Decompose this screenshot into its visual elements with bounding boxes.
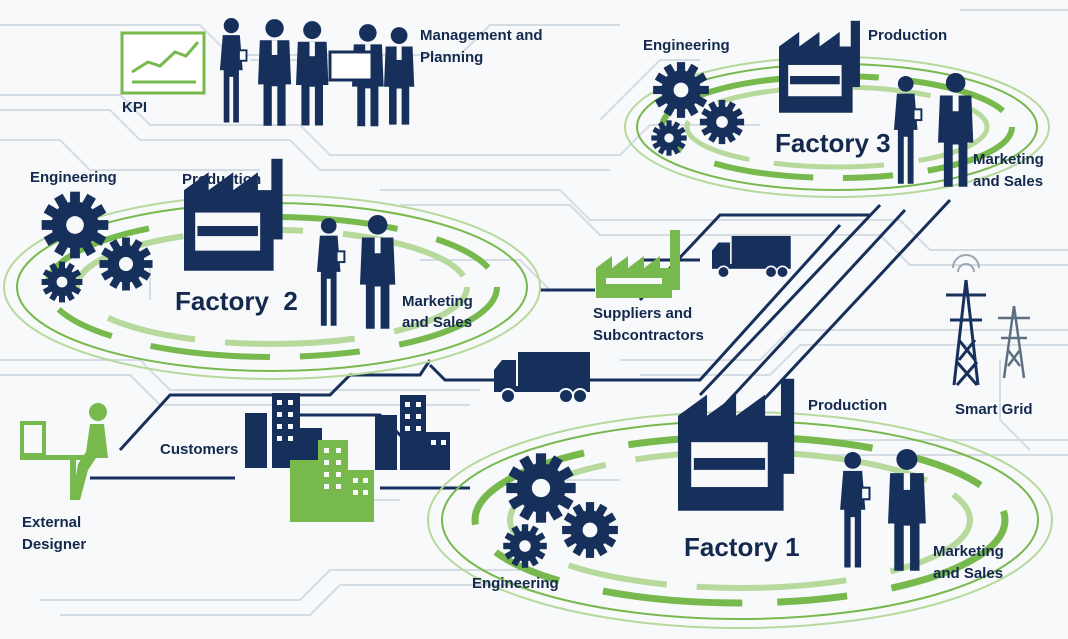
factory2-engineering-label: Engineering xyxy=(30,169,117,186)
factory2-name: Factory 2 xyxy=(175,286,298,316)
factory2-marketing-line2: and Sales xyxy=(402,314,472,331)
connection-truck-lower xyxy=(428,363,495,382)
connection-factory1-factory3-c xyxy=(738,198,952,427)
suppliers-label-line1: Suppliers and xyxy=(593,305,692,322)
smart-grid-label: Smart Grid xyxy=(955,401,1033,418)
designer-label-line1: External xyxy=(22,514,81,531)
power-tower-icon xyxy=(946,279,986,386)
external-designer-icon xyxy=(20,403,108,500)
suppliers-label-line2: Subcontractors xyxy=(593,327,704,344)
management-people-icon xyxy=(218,17,415,127)
factory2-marketing-line1: Marketing xyxy=(402,293,473,310)
presentation-board-icon xyxy=(328,50,374,82)
connection-truck-factory3 xyxy=(590,223,842,382)
suppliers-factory-icon xyxy=(596,230,680,298)
kpi-label: KPI xyxy=(122,99,147,116)
power-tower-small-icon xyxy=(998,305,1030,379)
customers-buildings-icon xyxy=(245,393,450,522)
connection-factory1-factory3-b xyxy=(718,208,907,412)
factory1-engineering-label: Engineering xyxy=(472,575,559,592)
factory3-production-label: Production xyxy=(868,27,947,44)
factory1-name: Factory 1 xyxy=(684,532,800,562)
customers-label: Customers xyxy=(160,441,238,458)
signal-icon xyxy=(952,254,980,273)
factory1-marketing-line2: and Sales xyxy=(933,565,1003,582)
factory3-name: Factory 3 xyxy=(775,128,891,158)
factory1-marketing-line1: Marketing xyxy=(933,543,1004,560)
factory3-marketing-line1: Marketing xyxy=(973,151,1044,168)
factory1-production-label: Production xyxy=(808,397,887,414)
management-title-line1: Management and xyxy=(420,27,543,44)
network-connections xyxy=(90,198,952,490)
connection-designer-factory2 xyxy=(118,359,432,452)
connection-factory1-factory3-a xyxy=(698,203,882,397)
designer-label-line2: Designer xyxy=(22,536,86,553)
kpi-chart-icon xyxy=(120,31,206,95)
factory3-engineering-label: Engineering xyxy=(643,37,730,54)
factory3-marketing-line2: and Sales xyxy=(973,173,1043,190)
management-title-line2: Planning xyxy=(420,49,483,66)
